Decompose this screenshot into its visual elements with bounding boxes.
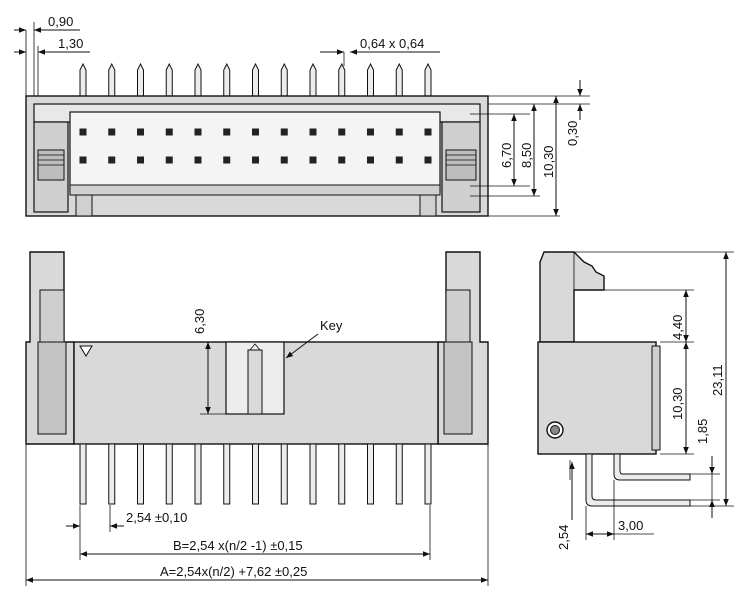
front-pin [137, 443, 144, 505]
dim-23-11: 23,11 [710, 364, 725, 396]
dim-8-50: 8,50 [519, 143, 534, 168]
contact [338, 128, 346, 136]
contact [108, 128, 116, 136]
contact [79, 156, 87, 164]
front-pin [194, 443, 202, 505]
top-pin [309, 62, 317, 97]
side-latch [539, 251, 605, 343]
dim-6-30: 6,30 [192, 309, 207, 334]
contact [424, 128, 432, 136]
contact [223, 156, 231, 164]
dim-pin-section: 0,64 x 0,64 [360, 36, 424, 51]
top-pin [252, 62, 259, 97]
dim-10-30-top: 10,30 [541, 145, 556, 178]
contact [108, 156, 116, 164]
dim-a: A=2,54x(n/2) +7,62 ±0,25 [160, 564, 307, 579]
contact [367, 128, 374, 136]
front-pin [165, 443, 173, 505]
front-pin [223, 443, 231, 505]
front-pin [338, 443, 346, 505]
top-pin [79, 62, 87, 97]
side-pin-upper [613, 453, 691, 481]
top-pin [424, 62, 432, 97]
dim-1-85: 1,85 [695, 419, 710, 444]
dim-b: B=2,54 x(n/2 -1) ±0,15 [173, 538, 303, 553]
top-pin [137, 62, 144, 97]
top-pin [367, 62, 374, 97]
top-view-pins [79, 62, 432, 97]
contact [252, 128, 259, 136]
contact [252, 156, 259, 164]
top-pin [395, 62, 403, 97]
contact [137, 156, 144, 164]
front-pin [395, 443, 403, 505]
front-pin [367, 443, 374, 505]
top-view-contacts [79, 128, 432, 164]
contact [165, 156, 173, 164]
front-pin [79, 443, 87, 505]
dim-1-30: 1,30 [58, 36, 83, 51]
contact [424, 156, 432, 164]
top-view: 0,90 1,30 0,64 x 0,64 6,70 8,50 10,30 0,… [14, 14, 590, 217]
contact [137, 128, 144, 136]
contact [309, 128, 317, 136]
contact [79, 128, 87, 136]
dim-pitch: 2,54 ±0,10 [126, 510, 187, 525]
contact [309, 156, 317, 164]
dim-4-40: 4,40 [670, 315, 685, 340]
front-view-pins [79, 443, 432, 505]
top-pin [194, 62, 202, 97]
front-pin [280, 443, 288, 505]
front-pin [108, 443, 116, 505]
side-view: 4,40 10,30 1,85 23,11 2,54 3,00 [537, 251, 734, 550]
top-pin [165, 62, 173, 97]
contact [194, 128, 202, 136]
contact [280, 128, 288, 136]
front-pin [252, 443, 259, 505]
dim-3-00: 3,00 [618, 518, 643, 533]
contact [165, 128, 173, 136]
contact [280, 156, 288, 164]
contact [338, 156, 346, 164]
contact [367, 156, 374, 164]
front-pin [309, 443, 317, 505]
dim-0-30: 0,30 [565, 121, 580, 146]
contact [223, 128, 231, 136]
top-pin [108, 62, 116, 97]
front-view: Key 6,30 2,54 ±0,10 B=2,54 x(n/2 -1) ±0,… [25, 251, 489, 586]
dim-6-70: 6,70 [499, 143, 514, 168]
contact [194, 156, 202, 164]
top-pin [223, 62, 231, 97]
top-view-cavity [69, 111, 441, 193]
front-pin [424, 443, 432, 505]
contact [395, 156, 403, 164]
key-label: Key [320, 318, 343, 333]
contact [395, 128, 403, 136]
dim-10-30-side: 10,30 [670, 387, 685, 420]
top-pin [338, 62, 346, 97]
dim-2-54: 2,54 [556, 525, 571, 550]
top-pin [280, 62, 288, 97]
dim-0-90: 0,90 [48, 14, 73, 29]
